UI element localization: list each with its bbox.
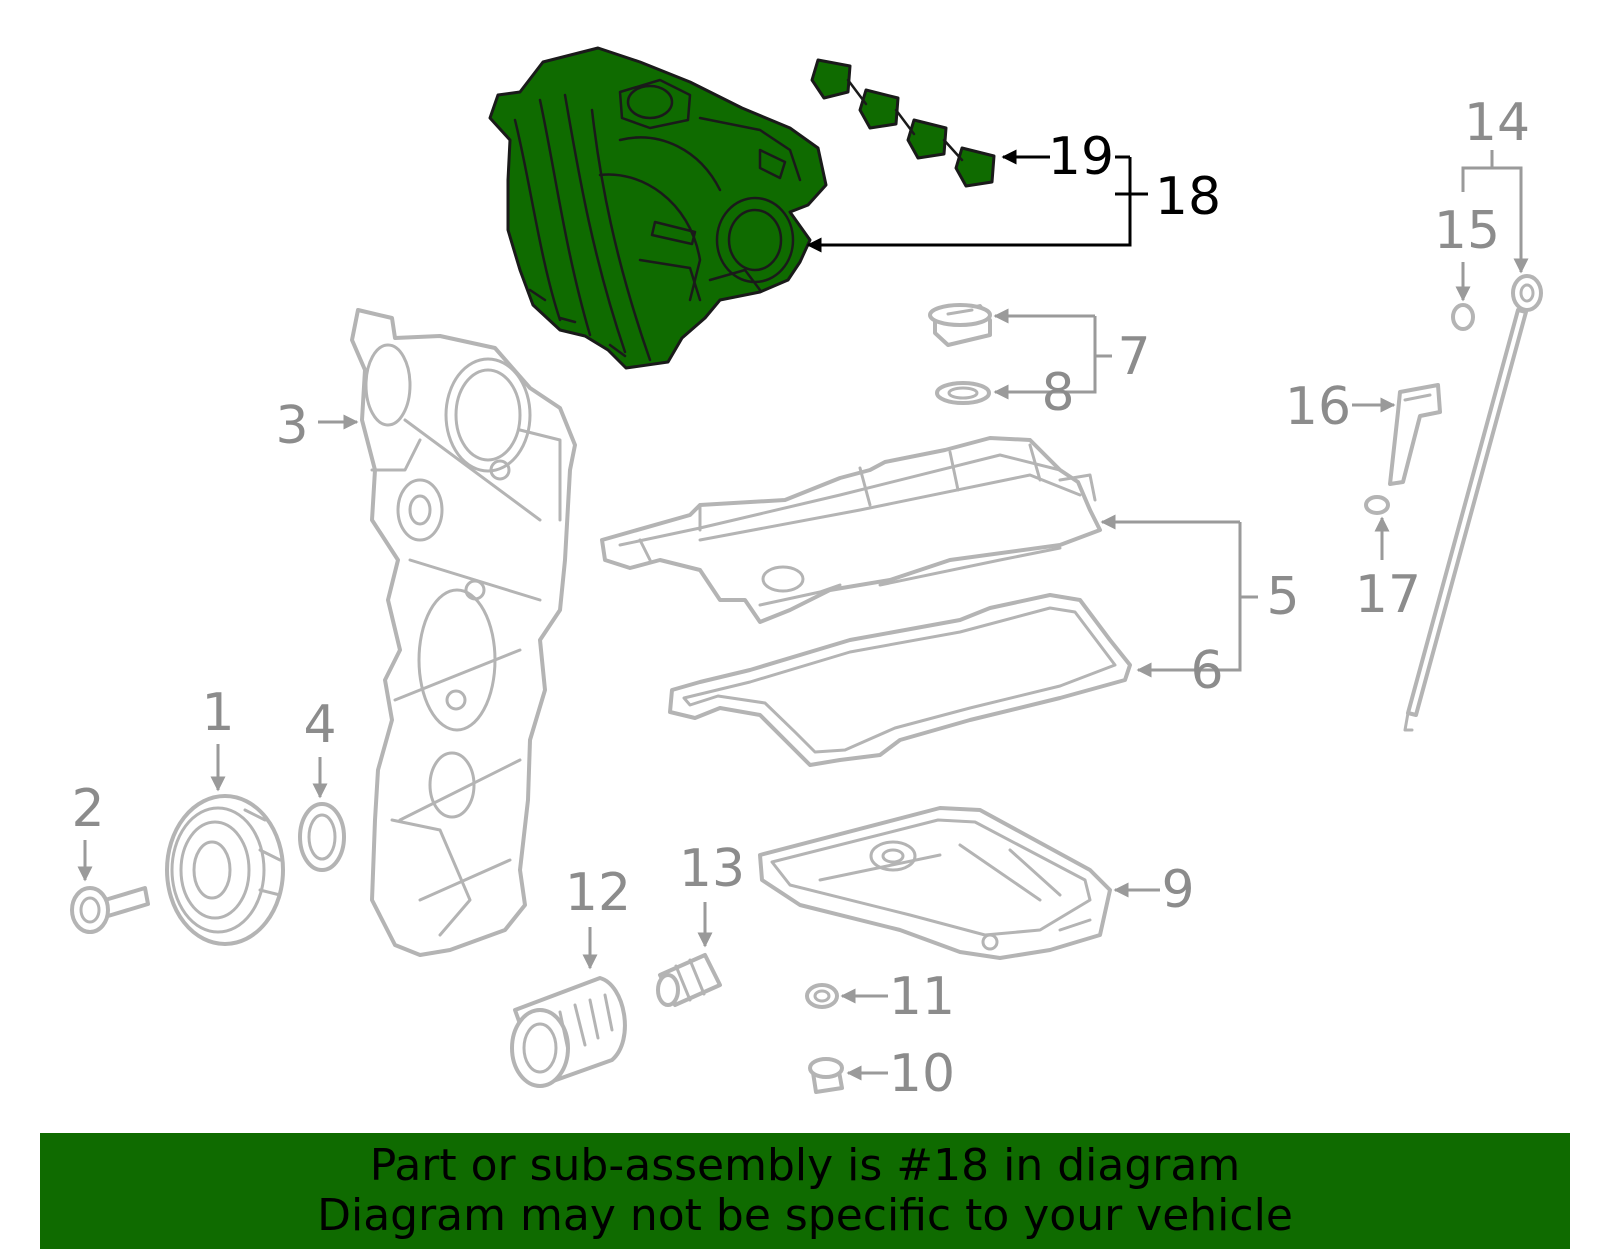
info-banner: Part or sub-assembly is #18 in diagram D… bbox=[40, 1133, 1570, 1249]
callout-7: 7 bbox=[1117, 327, 1150, 387]
oil-cap-part[interactable] bbox=[928, 303, 992, 347]
pressure-switch-part[interactable] bbox=[656, 953, 722, 1007]
callout-16: 16 bbox=[1285, 377, 1351, 437]
leader-14-15 bbox=[1455, 150, 1529, 302]
callout-12: 12 bbox=[565, 863, 631, 923]
callout-14: 14 bbox=[1464, 93, 1530, 153]
valve-cover-gasket-part[interactable] bbox=[668, 593, 1132, 767]
crank-pulley-part[interactable] bbox=[165, 794, 285, 946]
callout-10: 10 bbox=[889, 1044, 955, 1104]
callout-15: 15 bbox=[1434, 201, 1500, 261]
cap-gasket-part[interactable] bbox=[935, 381, 991, 405]
oil-pan-part[interactable] bbox=[758, 806, 1112, 960]
drain-plug-part[interactable] bbox=[808, 1057, 844, 1094]
dipstick-oring-part[interactable] bbox=[1451, 303, 1475, 331]
timing-cover-part[interactable] bbox=[350, 308, 577, 957]
front-seal-part[interactable] bbox=[298, 802, 346, 872]
callout-8: 8 bbox=[1041, 363, 1074, 423]
callout-9: 9 bbox=[1161, 860, 1194, 920]
callout-18: 18 bbox=[1155, 167, 1221, 227]
callout-17: 17 bbox=[1355, 565, 1421, 625]
dipstick-part[interactable] bbox=[1403, 274, 1543, 732]
dipstick-tube-part[interactable] bbox=[1388, 383, 1442, 486]
leader-7-8 bbox=[993, 308, 1112, 400]
leader-18 bbox=[806, 155, 1148, 253]
callout-4: 4 bbox=[303, 695, 336, 755]
callout-19: 19 bbox=[1048, 127, 1114, 187]
intake-gasket-part[interactable] bbox=[810, 58, 996, 188]
pulley-bolt-part[interactable] bbox=[70, 886, 150, 934]
callout-3: 3 bbox=[275, 396, 308, 456]
drain-washer-part[interactable] bbox=[805, 983, 839, 1009]
callout-11: 11 bbox=[889, 967, 955, 1027]
callout-1: 1 bbox=[201, 683, 234, 743]
callout-6: 6 bbox=[1190, 641, 1223, 701]
callout-5: 5 bbox=[1266, 567, 1299, 627]
callout-13: 13 bbox=[679, 839, 745, 899]
valve-cover-part[interactable] bbox=[600, 436, 1102, 624]
callout-2: 2 bbox=[71, 779, 104, 839]
intake-manifold-part[interactable] bbox=[488, 46, 828, 370]
banner-line-1: Part or sub-assembly is #18 in diagram bbox=[369, 1140, 1241, 1191]
oil-filter-part[interactable] bbox=[510, 976, 627, 1088]
tube-oring-part[interactable] bbox=[1364, 495, 1390, 515]
leader-5-6 bbox=[1100, 514, 1258, 678]
banner-line-2: Diagram may not be specific to your vehi… bbox=[317, 1190, 1293, 1241]
